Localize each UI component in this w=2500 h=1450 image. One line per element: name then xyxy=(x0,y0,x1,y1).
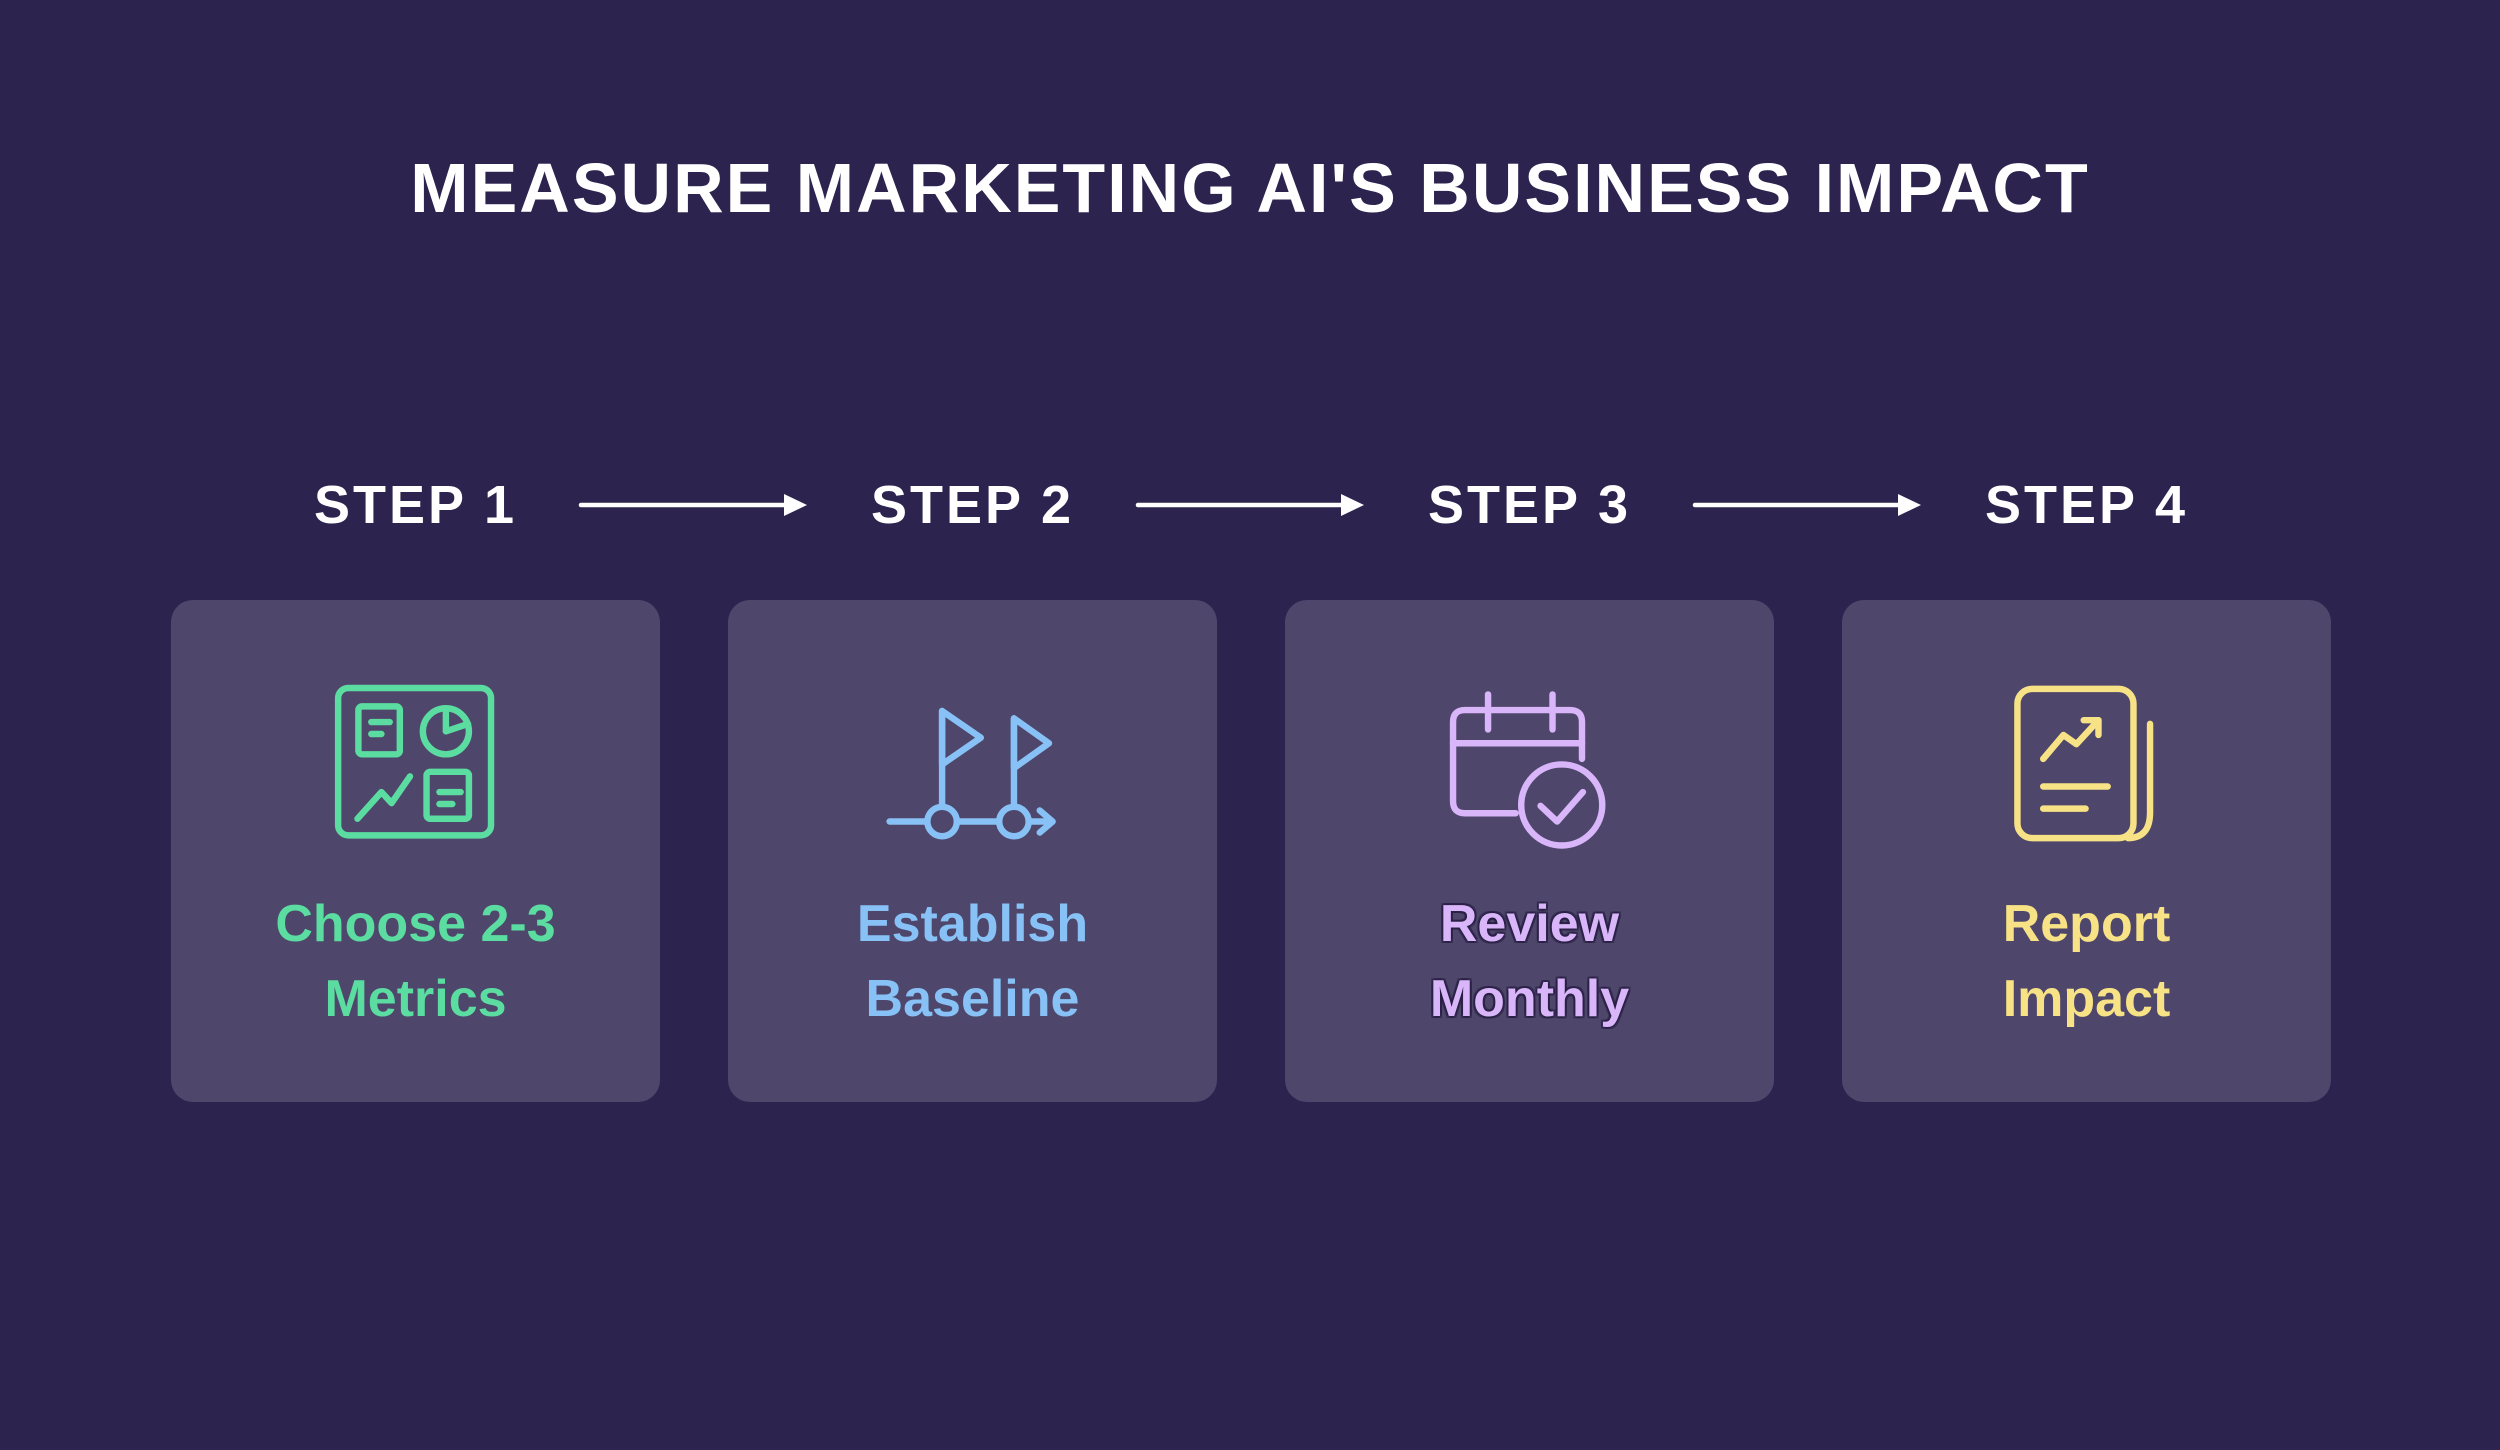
page-title: MEASURE MARKETING AI'S BUSINESS IMPACT xyxy=(410,149,2090,227)
metrics-dashboard-icon xyxy=(334,684,495,839)
card-label: Choose 2-3 Metrics xyxy=(275,887,555,1038)
card-label-line1: Choose 2-3 xyxy=(275,895,556,953)
card-label-line2: Baseline xyxy=(865,970,1080,1029)
card-label: Establish Baseline xyxy=(857,887,1088,1038)
step-3-label: STEP 3 xyxy=(1427,475,1632,535)
card-establish-baseline: Establish Baseline xyxy=(728,600,1217,1102)
cards-row: Choose 2-3 Metrics xyxy=(171,600,2331,1102)
step-2-label: STEP 2 xyxy=(870,475,1075,535)
arrow-right-icon xyxy=(1692,494,1921,516)
calendar-check-icon xyxy=(1449,691,1606,849)
report-scroll-icon xyxy=(2014,685,2154,842)
card-label-line2: Metrics xyxy=(324,970,507,1029)
card-review-monthly: Review Monthly xyxy=(1285,600,1774,1102)
process-flow: STEP 1 STEP 2 STEP 3 STEP 4 xyxy=(171,0,2331,1450)
step-4-label: STEP 4 xyxy=(1984,475,2189,535)
arrow-right-icon xyxy=(578,494,807,516)
card-report-impact: Report Impact xyxy=(1842,600,2331,1102)
card-label-line2: Impact xyxy=(2002,970,2171,1029)
steps-row: STEP 1 STEP 2 STEP 3 STEP 4 xyxy=(171,478,2331,532)
card-label-line2: Monthly xyxy=(1429,970,1630,1029)
card-label-line1: Report xyxy=(2002,895,2171,953)
step-1-label: STEP 1 xyxy=(313,475,518,535)
card-label-line1: Establish xyxy=(856,895,1089,953)
card-choose-metrics: Choose 2-3 Metrics xyxy=(171,600,660,1102)
card-label-line1: Review xyxy=(1439,895,1620,953)
arrow-right-icon xyxy=(1135,494,1364,516)
card-label: Review Monthly xyxy=(1430,887,1629,1038)
milestone-flags-icon xyxy=(886,707,1056,840)
card-label: Report Impact xyxy=(2003,887,2171,1038)
